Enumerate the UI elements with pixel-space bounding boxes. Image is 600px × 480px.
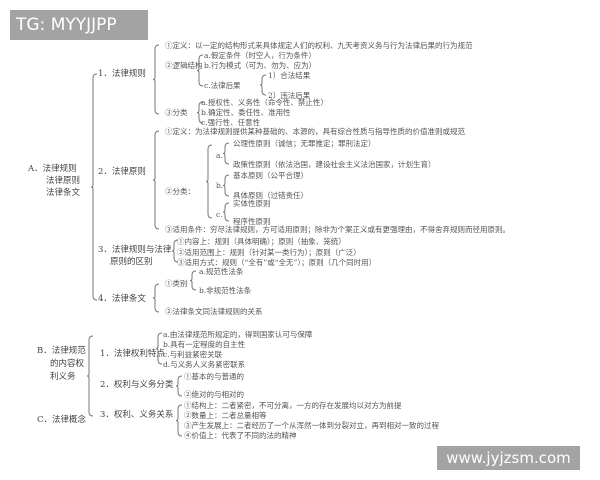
- section-c-label: C．法律概念: [37, 415, 87, 425]
- node-logic-a: a.假定条件（时空人，行为条件）: [204, 51, 316, 60]
- node-principle-b: b.: [216, 181, 224, 190]
- node-article-cat-b: b.非规范性法条: [199, 286, 252, 295]
- node-principle-c1: 实体性原则: [233, 199, 271, 208]
- section-a-label: A．法律规则: [28, 164, 77, 174]
- node-difference-item: ②适用范围上：规则（针对某一类行为）；原则（广泛）: [177, 248, 361, 257]
- section-b-label: 利义务: [50, 372, 76, 382]
- node-principle-definition: ①定义：为法律规则提供某种基础的、本源的，具有综合性质与指导性质的价值准则或规范: [165, 127, 465, 136]
- brace: [175, 404, 183, 437]
- node-feature-item: d.与义务人义务紧密联系: [163, 360, 246, 369]
- node-rule-logic: ②逻辑结构: [165, 61, 203, 70]
- node-rule-classify: ③分类: [165, 108, 188, 117]
- brace: [155, 332, 163, 365]
- node-classify-a: a.授权性、义务性（命令性、禁止性）: [201, 98, 328, 107]
- node-right-relation: 3．权利、义务关系: [100, 410, 174, 420]
- node-principle-c: c.: [216, 210, 223, 219]
- brace: [205, 144, 213, 219]
- node-article-relation: ②法律条文同法律规则的关系: [165, 307, 263, 316]
- node-relation-item: ①结构上：二者紧密，不可分离，一方的存在发展均以对方为前提: [184, 401, 402, 410]
- watermark-bottom: www.jyjzsm.com: [437, 446, 580, 470]
- node-principle-c2: 程序性原则: [233, 217, 271, 226]
- node-right-classes: 2．权利与义务分类: [100, 380, 174, 390]
- brace: [86, 335, 94, 417]
- node-classify-b: b.确定性、委任性、准用性: [201, 108, 291, 117]
- brace: [152, 283, 160, 313]
- node-difference-item: ③适用方式：规则（“全有”或“全无”）；原则（几个同时用）: [177, 258, 377, 267]
- node-feature-item: a.由法律规范所规定的，得到国家认可与保障: [163, 330, 313, 339]
- brace: [222, 142, 230, 165]
- brace: [259, 74, 267, 96]
- node-principle-b1: 基本原则（公平合理）: [233, 171, 308, 180]
- section-b-label: B．法律规范: [37, 346, 86, 356]
- node-relation-item: ②数量上：二者总量相等: [184, 411, 267, 420]
- node-logic-c1: 1）合法结果: [268, 71, 311, 80]
- node-relation-item: ③产生发展上：二者经历了一个从浑然一体到分裂对立，再到相对一致的过程: [184, 421, 439, 430]
- node-principle-condition: ③适用条件：穷尽法律规则，方可适用原则；除非为个案正义或有更强理由，不得舍弃规则…: [165, 225, 510, 234]
- node-article-cat-a: a.规范性法条: [199, 267, 244, 276]
- node-legal-article: 4．法律条文: [98, 294, 146, 304]
- brace: [171, 239, 179, 263]
- brace: [196, 54, 204, 87]
- brace: [189, 270, 197, 291]
- node-rule-definition: ①定义：以一定的结构形式来具体规定人们的权利、九天考资义务与行为法律后果的行为规…: [165, 41, 473, 50]
- section-a-label: 法律原则: [46, 176, 81, 186]
- node-difference: 3．法律规则与法律: [98, 245, 172, 255]
- node-legal-principle: 2．法律原则: [98, 167, 146, 177]
- node-logic-c: c.法律后果: [204, 81, 241, 90]
- node-principle-a1: 公理性原则（诚信；无罪推定；罪刑法定）: [233, 139, 376, 148]
- brace: [175, 375, 183, 397]
- section-a-label: 法律条文: [46, 188, 81, 198]
- node-difference-item: ①内容上：规则（具体明确）；原则（抽象、笼统）: [177, 237, 346, 246]
- brace: [90, 73, 98, 301]
- node-logic-b: b.行为模式（可为、勿为、应为）: [204, 61, 317, 70]
- node-feature-item: b.具有一定程度的自主性: [163, 340, 246, 349]
- node-class-item: ②绝对的与相对的: [184, 390, 244, 399]
- node-classify-c: c.强行性、任意性: [201, 118, 261, 127]
- section-b-label: 的内容权: [50, 359, 85, 369]
- node-feature-item: c.与利益紧密关联: [163, 350, 223, 359]
- node-principle-a2: 政策性原则（依法治国，建设社会主义法治国家，计划生育）: [233, 160, 436, 169]
- node-difference: 原则的区别: [110, 257, 153, 267]
- node-principle-classify: ②分类：: [165, 187, 195, 196]
- brace: [222, 202, 230, 222]
- node-relation-item: ④价值上：代表了不同的法的精神: [184, 431, 297, 440]
- brace: [222, 174, 230, 197]
- node-right-features: 1．法律权利特点: [100, 349, 165, 359]
- node-logic-c2: 2）违法后果: [268, 91, 311, 100]
- brace: [152, 130, 160, 230]
- node-legal-rule: 1．法律规则: [98, 69, 146, 79]
- node-article-category: ①类别: [165, 279, 188, 288]
- node-class-item: ①基本的与普通的: [184, 372, 244, 381]
- watermark-top: TG: MYYJJPP: [10, 10, 148, 40]
- node-principle-b2: 具体原则（过错责任）: [233, 191, 308, 200]
- brace: [196, 101, 204, 124]
- node-principle-a: a.: [216, 151, 223, 160]
- brace: [152, 44, 160, 115]
